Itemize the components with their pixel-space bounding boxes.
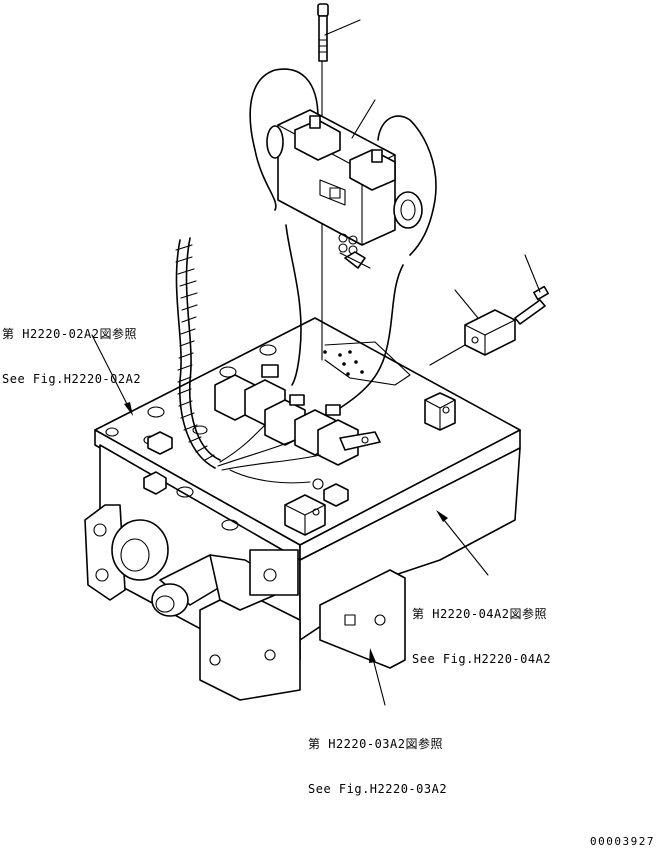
callout-ref-03a2-line2: See Fig.H2220-03A2 — [308, 782, 448, 796]
valve-body — [84, 317, 521, 701]
plate-holes — [323, 350, 364, 376]
drawing-number: 00003927 — [590, 835, 655, 848]
callout-ref-04a2-line1: 第 H2220-04A2図参照 — [412, 607, 547, 621]
solenoid-valve — [266, 109, 423, 269]
callout-ref-02a2-line2: See Fig.H2220-02A2 — [2, 372, 142, 386]
callout-ref-02a2: 第 H2220-02A2図参照 See Fig.H2220-02A2 — [2, 297, 141, 402]
callout-ref-03a2: 第 H2220-03A2図参照 See Fig.H2220-03A2 — [308, 707, 447, 812]
callout-ref-04a2: 第 H2220-04A2図参照 See Fig.H2220-04A2 — [412, 577, 551, 682]
wiring-harness — [175, 59, 437, 490]
leader-lines — [91, 19, 541, 706]
callout-ref-02a2-line1: 第 H2220-02A2図参照 — [2, 327, 137, 341]
callout-ref-04a2-line2: See Fig.H2220-04A2 — [412, 652, 552, 666]
connector — [429, 285, 549, 366]
callout-ref-03a2-line1: 第 H2220-03A2図参照 — [308, 737, 443, 751]
bolt — [317, 3, 329, 62]
